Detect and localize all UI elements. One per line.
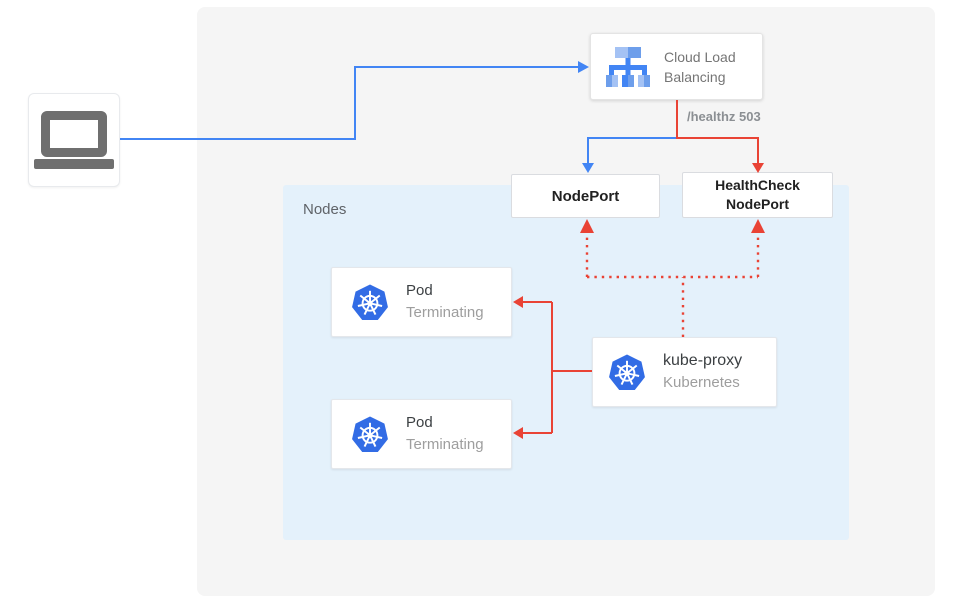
kube-proxy-node: kube-proxy Kubernetes: [592, 337, 777, 407]
pod-text: Pod Terminating: [406, 412, 484, 456]
cloud-load-balancing-node: Cloud Load Balancing: [590, 33, 763, 100]
clb-label-line1: Cloud Load: [664, 48, 736, 65]
pod-text: Pod Terminating: [406, 280, 484, 324]
cloud-load-balancing-icon: [606, 46, 650, 87]
kubernetes-icon: [352, 416, 388, 452]
kube-proxy-title: kube-proxy: [663, 352, 743, 369]
kubernetes-icon: [609, 354, 645, 390]
kube-proxy-subtitle: Kubernetes: [663, 374, 740, 391]
nodes-container-label: Nodes: [303, 201, 347, 218]
clb-label-line2: Balancing: [664, 68, 726, 85]
kube-proxy-text: kube-proxy Kubernetes: [663, 350, 742, 394]
pod-status: Terminating: [406, 436, 484, 453]
pod-status: Terminating: [406, 304, 484, 321]
healthz-edge-label: /healthz 503: [687, 109, 761, 124]
healthcheck-nodeport-node: HealthCheck NodePort: [682, 172, 833, 218]
healthcheck-label-line1: HealthCheck: [715, 177, 800, 193]
nodeport-label: NodePort: [551, 187, 620, 205]
laptop-base-shape: [34, 159, 114, 169]
cloud-load-balancing-label: Cloud Load Balancing: [664, 47, 736, 87]
pod-terminating-node-2: Pod Terminating: [331, 399, 512, 469]
client-node: [28, 93, 120, 187]
pod-title: Pod: [406, 282, 433, 299]
nodeport-node: NodePort: [511, 174, 660, 218]
laptop-screen-shape: [41, 111, 107, 157]
healthcheck-label-line2: NodePort: [726, 196, 789, 212]
pod-title: Pod: [406, 414, 433, 431]
pod-terminating-node-1: Pod Terminating: [331, 267, 512, 337]
kubernetes-icon: [352, 284, 388, 320]
laptop-icon: [34, 111, 114, 169]
